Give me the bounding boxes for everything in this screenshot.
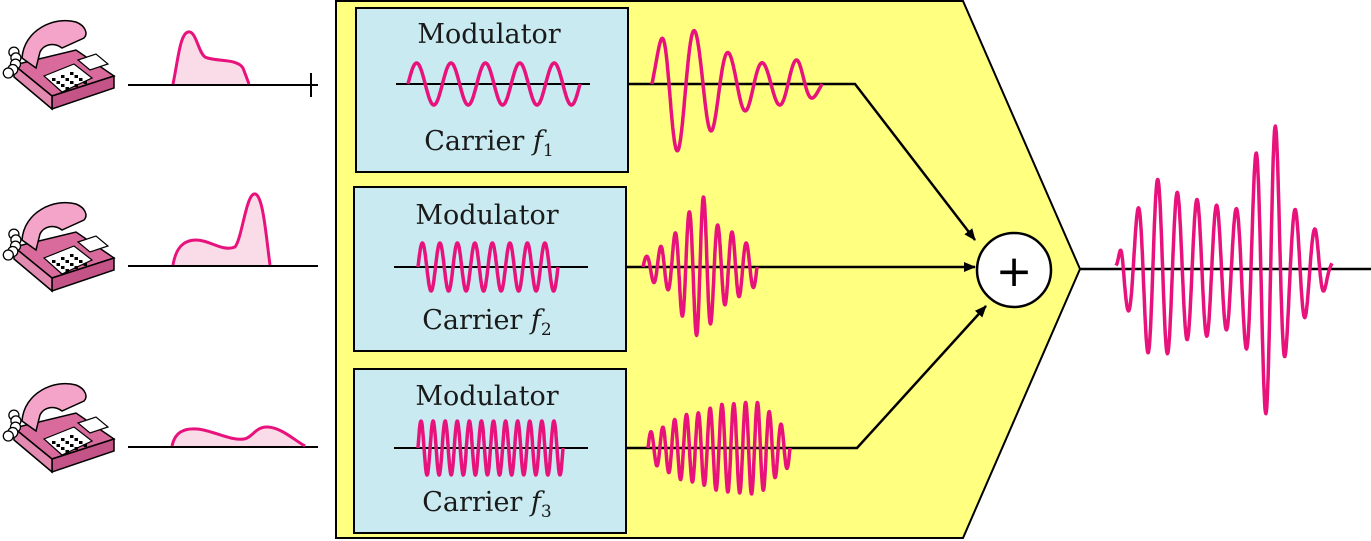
channel-lines: [626, 82, 1371, 450]
modulated-signal-3: [646, 400, 792, 496]
message-signals: [170, 30, 306, 448]
summing-junction-icon: +: [975, 231, 1053, 309]
waveforms: [406, 28, 1334, 496]
modulated-signal-2: [641, 195, 759, 338]
carrier-wave-1: [406, 61, 582, 107]
carrier-wave-2: [416, 241, 560, 293]
modulator-1-title: Modulator: [417, 19, 560, 50]
carrier-wave-3: [416, 419, 565, 477]
telephones: [2, 20, 116, 474]
modulator-1-carrier-label: Carrier f1: [424, 126, 554, 161]
modulator-1: Modulator Carrier f1: [355, 7, 629, 173]
telephone-icon: [2, 20, 116, 111]
modulator-3-title: Modulator: [415, 381, 558, 412]
telephone-icon: [2, 383, 116, 474]
message-signal-2: [171, 192, 272, 266]
message-signal-1: [171, 30, 251, 85]
input-lines: [128, 73, 318, 448]
modulator-2-carrier-label: Carrier f2: [422, 305, 552, 340]
message-signal-3: [170, 425, 306, 448]
modulator-2-title: Modulator: [415, 200, 558, 231]
telephone-icon: [2, 202, 116, 293]
modulator-3-carrier-label: Carrier f3: [422, 487, 552, 522]
modulator-2: Modulator Carrier f2: [353, 186, 627, 352]
modulated-signal-1: [650, 28, 824, 153]
composite-output-signal: [1114, 124, 1334, 416]
adder-symbol: +: [996, 246, 1033, 297]
